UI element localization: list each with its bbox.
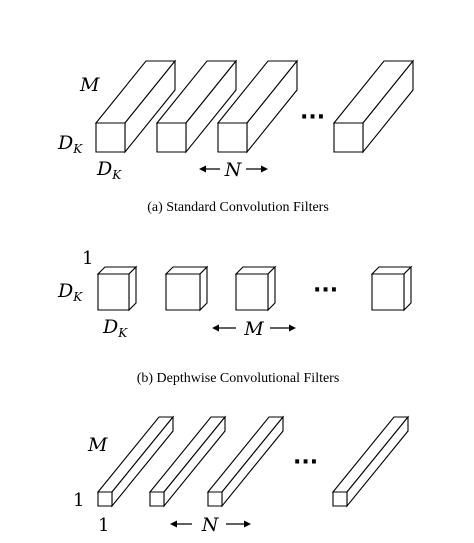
height-label-c: 1: [73, 490, 84, 511]
filter-box-c-last: [331, 415, 410, 508]
width-label-c: 1: [98, 515, 109, 536]
filter-box-a-last: [332, 59, 415, 154]
filter-box-b-last: [370, 265, 413, 312]
filter-box-c-3: [206, 415, 285, 508]
filter-box-c-1: [96, 415, 175, 508]
width-label-a: DK: [96, 158, 122, 182]
panel-pointwise-convolution: M 1 1 ··· N: [73, 415, 410, 536]
filter-box-b-2: [164, 265, 209, 312]
caption-a: (a) Standard Convolution Filters: [147, 200, 329, 215]
height-label-b: DK: [57, 280, 83, 304]
count-label-b: M: [243, 318, 264, 340]
caption-b: (b) Depthwise Convolutional Filters: [137, 371, 340, 386]
count-arrow-b: M: [212, 318, 296, 340]
filter-box-b-1: [96, 265, 138, 312]
count-label-a: N: [224, 159, 243, 181]
count-arrow-c: N: [170, 514, 251, 536]
depth-label-c: M: [87, 434, 108, 456]
filter-box-c-2: [148, 415, 227, 508]
count-label-c: N: [201, 514, 220, 536]
height-label-a: DK: [57, 132, 83, 156]
width-label-b: DK: [102, 316, 128, 340]
panel-standard-convolution: M DK DK ··· N (a) Standard Convolution F…: [57, 59, 415, 215]
depth-label-a: M: [79, 74, 100, 96]
depth-label-b: 1: [82, 248, 93, 269]
ellipsis-b: ···: [313, 278, 338, 303]
count-arrow-a: N: [199, 159, 268, 181]
ellipsis-a: ···: [300, 105, 325, 130]
filter-box-a-1: [94, 59, 177, 154]
filter-box-a-3: [216, 59, 299, 154]
ellipsis-c: ···: [293, 450, 318, 475]
panel-depthwise-convolution: 1 DK DK ··· M (b) Depthwise Convolutiona…: [57, 248, 413, 386]
filter-box-b-3: [234, 265, 277, 312]
filter-box-a-2: [155, 59, 238, 154]
